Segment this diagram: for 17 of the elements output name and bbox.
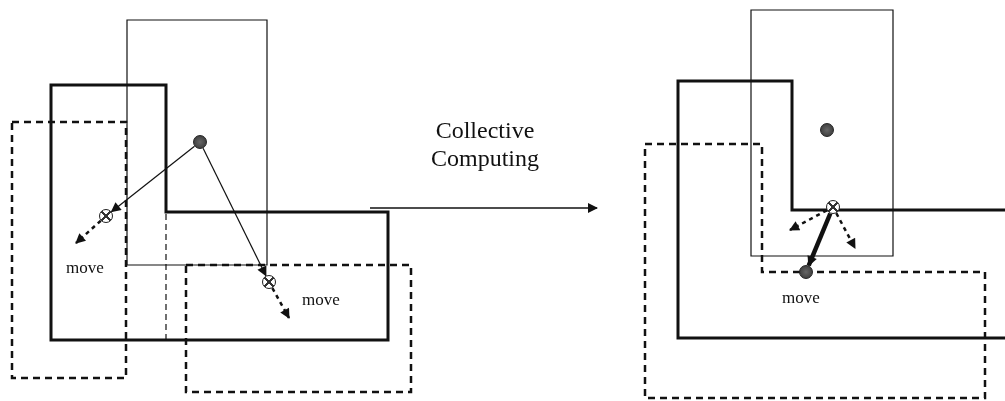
point-marker [99,209,113,223]
move-label: move [302,290,340,310]
point-marker [799,265,813,279]
arrow [202,147,267,277]
arrow-label: Collective Computing [430,117,540,173]
move-label: move [66,258,104,278]
arrow [835,212,857,249]
point-marker [193,135,207,149]
move-label: move [782,288,820,308]
point-marker [262,275,276,289]
point-marker [820,123,834,137]
arrow [271,287,291,319]
arrow [806,212,833,267]
arrow [110,145,196,213]
arrow [789,209,828,232]
arrow [75,219,102,244]
point-marker [826,200,840,214]
